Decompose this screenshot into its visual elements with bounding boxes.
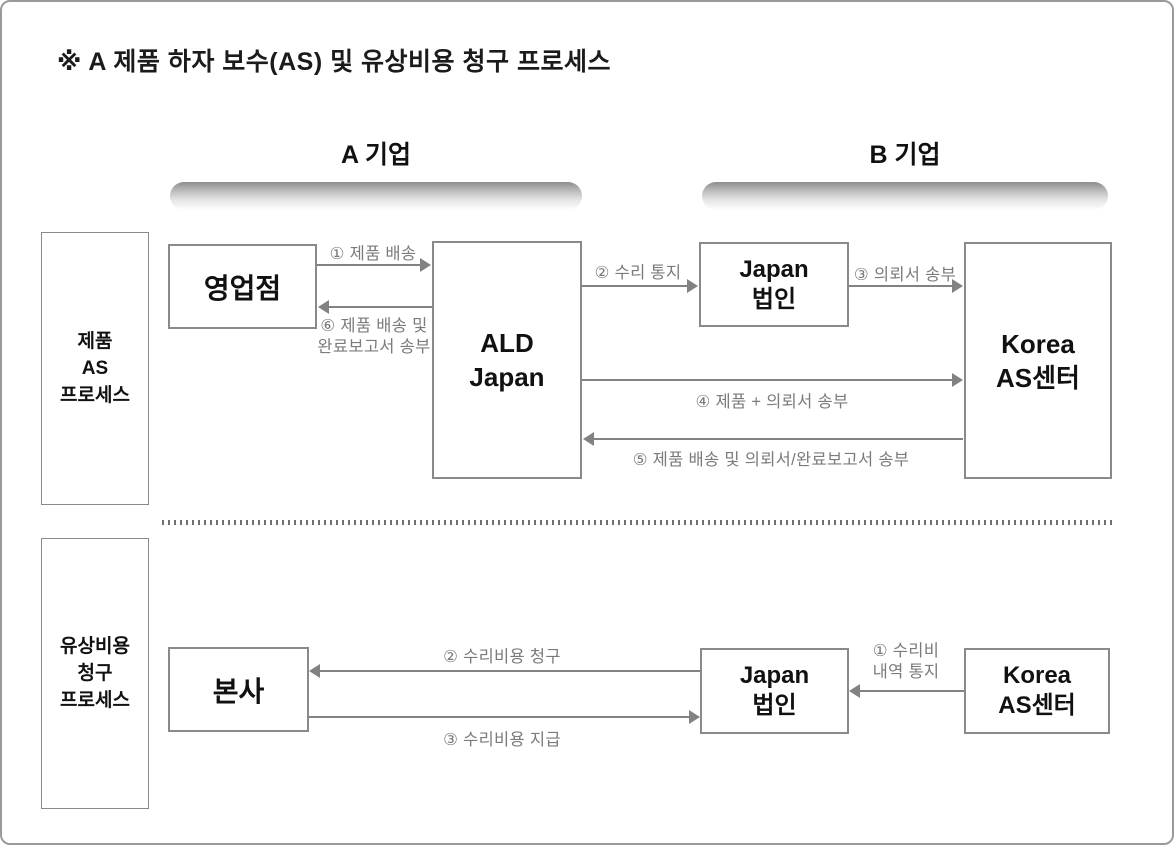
node-sales-office: 영업점 (168, 244, 317, 329)
arrow-request-form (849, 279, 963, 293)
arrow-label-return-delivery: ⑤ 제품 배송 및 의뢰서/완료보고서 송부 (632, 451, 910, 469)
arrow-label-request-form: ③ 의뢰서 송부 (853, 266, 957, 284)
company-a-capsule-bar (170, 182, 582, 210)
arrow-label-line: 내역 통지 (872, 663, 940, 681)
arrow-final-delivery (318, 300, 432, 314)
section-divider (162, 520, 1112, 525)
node-korea-as-top: Korea AS센터 (964, 242, 1112, 479)
arrow-label-line: ⑥ 제품 배송 및 (320, 317, 428, 335)
node-korea-as-bottom: Korea AS센터 (964, 648, 1110, 734)
node-label: 영업점 (203, 272, 282, 304)
node-label: Korea (1001, 328, 1075, 359)
page-title: ※ A 제품 하자 보수(AS) 및 유상비용 청구 프로세스 (57, 48, 611, 76)
company-a-header: A 기업 (340, 141, 412, 169)
arrow-label-product-plus-request: ④ 제품 + 의뢰서 송부 (695, 393, 849, 411)
arrow-label-product-delivery: ① 제품 배송 (329, 245, 417, 263)
node-label: ALD (480, 328, 534, 358)
arrow-label-line: ① 수리비 (872, 642, 940, 660)
arrow-label-repair-notice: ② 수리 통지 (594, 264, 682, 282)
arrow-label-line: 완료보고서 송부 (317, 338, 431, 356)
arrow-repair-cost-claim (309, 664, 700, 678)
arrow-repair-cost-payment (309, 710, 700, 724)
lane-label-line: 프로세스 (60, 690, 130, 711)
arrow-label-repair-cost-claim: ② 수리비용 청구 (443, 648, 561, 666)
lane-product-as-process: 제품 AS 프로세스 (41, 232, 149, 505)
node-ald-japan: ALD Japan (432, 241, 582, 479)
node-head-office: 본사 (168, 647, 309, 732)
node-label: Japan (739, 662, 810, 689)
lane-paid-cost-process: 유상비용 청구 프로세스 (41, 538, 149, 809)
arrow-product-plus-request (582, 373, 963, 387)
node-label: Korea (1002, 662, 1072, 689)
lane-label-line: 제품 (77, 331, 113, 352)
node-japan-corp-top: Japan 법인 (699, 242, 849, 327)
arrow-label-final-delivery: ⑥ 제품 배송 및 완료보고서 송부 (312, 316, 436, 358)
arrow-return-delivery (583, 432, 963, 446)
node-label: 법인 (751, 285, 797, 313)
node-label: 법인 (752, 692, 797, 719)
arrow-label-repair-cost-detail: ① 수리비 내역 통지 (847, 641, 965, 683)
lane-label-line: 유상비용 (60, 636, 130, 657)
arrow-product-delivery (317, 258, 431, 272)
node-japan-corp-bottom: Japan 법인 (700, 648, 849, 734)
node-label: AS센터 (998, 692, 1076, 719)
node-label: 본사 (212, 675, 265, 707)
node-label: AS센터 (996, 362, 1080, 393)
lane-label-line: 프로세스 (60, 385, 130, 406)
arrow-label-repair-cost-payment: ③ 수리비용 지급 (443, 731, 561, 749)
lane-label-line: AS (81, 358, 109, 379)
arrow-repair-notice (582, 279, 698, 293)
arrow-repair-cost-detail (849, 684, 964, 698)
company-b-capsule-bar (702, 182, 1108, 210)
node-label: Japan (739, 255, 809, 283)
node-label: Japan (469, 362, 545, 392)
lane-label-line: 청구 (77, 663, 113, 684)
company-b-header: B 기업 (869, 141, 941, 169)
